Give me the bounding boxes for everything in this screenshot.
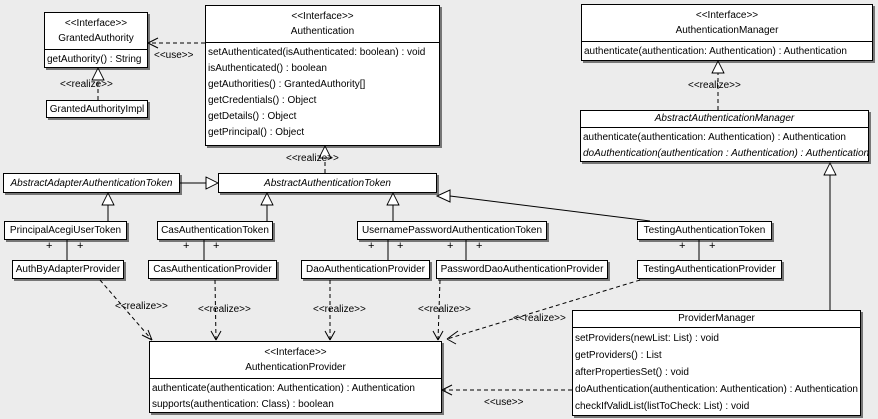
method-label: authenticate(authentication: Authenticat… — [583, 132, 846, 143]
class-name: CasAuthenticationProvider — [153, 264, 272, 275]
multiplicity-label: + — [368, 240, 375, 252]
method-label: supports(authentication: Class) : boolea… — [152, 399, 334, 410]
class-authentication-manager: <<Interface>> AuthenticationManager auth… — [581, 4, 873, 61]
edge-label-realize: <<realize>> — [60, 79, 113, 90]
generalization-cas-token — [260, 191, 274, 221]
method-label: doAuthentication(authentication: Authent… — [575, 384, 858, 395]
class-provider-manager: ProviderManager setProviders(newList: Li… — [572, 310, 861, 416]
class-name: AbstractAuthenticationManager — [654, 113, 795, 124]
generalization-provider-manager — [823, 161, 837, 310]
method-label: afterPropertiesSet() : void — [575, 367, 689, 378]
class-granted-authority: <<Interface>> GrantedAuthority getAuthor… — [44, 12, 148, 68]
class-abstract-authentication-manager: AbstractAuthenticationManager authentica… — [580, 110, 869, 162]
edge-label-realize: <<realize>> — [418, 304, 471, 315]
class-cas-authentication-provider: CasAuthenticationProvider — [148, 260, 277, 279]
class-testing-authentication-provider: TestingAuthenticationProvider — [637, 260, 782, 279]
class-authentication-provider: <<Interface>> AuthenticationProvider aut… — [149, 341, 442, 413]
realize-granted-authority-impl — [91, 66, 105, 100]
realize-abstract-manager-to-manager — [711, 59, 725, 110]
realize-passworddao-provider — [432, 279, 444, 341]
use-authentication-to-granted-authority — [147, 37, 205, 49]
class-name: GrantedAuthorityImpl — [49, 103, 145, 115]
stereotype-label: <<Interface>> — [291, 11, 354, 22]
class-principal-acegi-user-token: PrincipalAcegiUserToken — [4, 221, 127, 240]
multiplicity-label: + — [46, 240, 53, 252]
edge-label-realize: <<realize>> — [313, 304, 366, 315]
edge-label-realize: <<realize>> — [286, 153, 339, 164]
realize-dao-provider — [324, 280, 336, 341]
method-label: getDetails() : Object — [208, 111, 297, 122]
multiplicity-label: + — [476, 240, 483, 252]
edge-label-realize: <<realize>> — [513, 313, 566, 324]
method-label: authenticate(authentication: Authenticat… — [584, 46, 847, 57]
method-label: getCredentials() : Object — [208, 95, 317, 106]
realize-testing-provider — [446, 279, 641, 345]
method-label: checkIfValidList(listToCheck: List) : vo… — [575, 401, 750, 412]
realize-abstract-token-to-authentication — [318, 144, 332, 173]
multiplicity-label: + — [709, 240, 716, 252]
class-username-password-authentication-token: UsernamePasswordAuthenticationToken — [357, 221, 547, 240]
multiplicity-label: + — [77, 240, 84, 252]
realize-authbyadapter-provider — [99, 279, 153, 341]
stereotype-label: <<Interface>> — [64, 18, 128, 29]
class-authentication: <<Interface>> Authentication setAuthenti… — [205, 5, 440, 146]
method-label: getAuthority() : String — [47, 54, 142, 65]
multiplicity-label: + — [679, 240, 686, 252]
method-label: authenticate(authentication: Authenticat… — [152, 383, 415, 394]
edge-label-realize: <<realize>> — [688, 80, 741, 91]
method-label: setAuthenticated(isAuthenticated: boolea… — [208, 47, 426, 58]
stereotype-label: <<Interface>> — [264, 347, 327, 358]
class-abstract-authentication-token: AbstractAuthenticationToken — [218, 173, 437, 193]
class-name: UsernamePasswordAuthenticationToken — [361, 225, 543, 236]
edge-label-use: <<use>> — [484, 397, 524, 408]
class-name: ProviderManager — [678, 313, 755, 324]
class-name: AuthByAdapterProvider — [15, 264, 121, 275]
stereotype-label: <<Interface>> — [695, 10, 759, 21]
class-name: TestingAuthenticationToken — [643, 225, 766, 236]
class-name: AuthenticationManager — [675, 25, 779, 36]
class-granted-authority-impl: GrantedAuthorityImpl — [46, 100, 148, 118]
class-password-dao-authentication-provider: PasswordDaoAuthenticationProvider — [436, 260, 608, 279]
generalization-username-password-token — [386, 191, 400, 221]
method-label: setProviders(newList: List) : void — [575, 333, 719, 344]
generalization-adapter-token-to-abstract-token — [180, 176, 220, 190]
use-provider-manager-to-authentication-provider — [441, 384, 572, 396]
class-name: TestingAuthenticationProvider — [643, 264, 776, 275]
generalization-principal-token — [101, 191, 115, 221]
class-name: AbstractAdapterAuthenticationToken — [10, 177, 173, 189]
method-label: isAuthenticated() : boolean — [208, 63, 327, 74]
multiplicity-label: + — [213, 240, 220, 252]
multiplicity-label: + — [397, 240, 404, 252]
class-abstract-adapter-authentication-token: AbstractAdapterAuthenticationToken — [3, 173, 180, 193]
method-label: getPrincipal() : Object — [208, 127, 305, 138]
class-name: PrincipalAcegiUserToken — [9, 225, 122, 236]
edge-label-use: <<use>> — [154, 50, 194, 61]
class-cas-authentication-token: CasAuthenticationToken — [157, 221, 273, 240]
class-dao-authentication-provider: DaoAuthenticationProvider — [301, 260, 430, 279]
generalization-testing-token — [435, 189, 651, 222]
class-name: PasswordDaoAuthenticationProvider — [440, 264, 604, 275]
method-label: getAuthorities() : GrantedAuthority[] — [208, 79, 366, 90]
class-name: DaoAuthenticationProvider — [306, 264, 425, 275]
class-auth-by-adapter-provider: AuthByAdapterProvider — [12, 260, 124, 279]
multiplicity-label: + — [183, 240, 190, 252]
class-name: AuthenticationProvider — [245, 362, 346, 373]
edge-label-realize: <<realize>> — [115, 301, 168, 312]
method-label: getProviders() : List — [575, 350, 662, 361]
realize-cas-provider — [210, 279, 222, 341]
class-name: CasAuthenticationToken — [161, 225, 269, 236]
method-label: doAuthentication(authentication : Authen… — [583, 148, 870, 159]
class-name: AbstractAuthenticationToken — [264, 177, 391, 189]
class-testing-authentication-token: TestingAuthenticationToken — [637, 221, 772, 240]
class-name: GrantedAuthority — [58, 33, 134, 44]
multiplicity-label: + — [447, 240, 454, 252]
class-name: Authentication — [290, 26, 355, 37]
edge-label-realize: <<realize>> — [198, 304, 251, 315]
